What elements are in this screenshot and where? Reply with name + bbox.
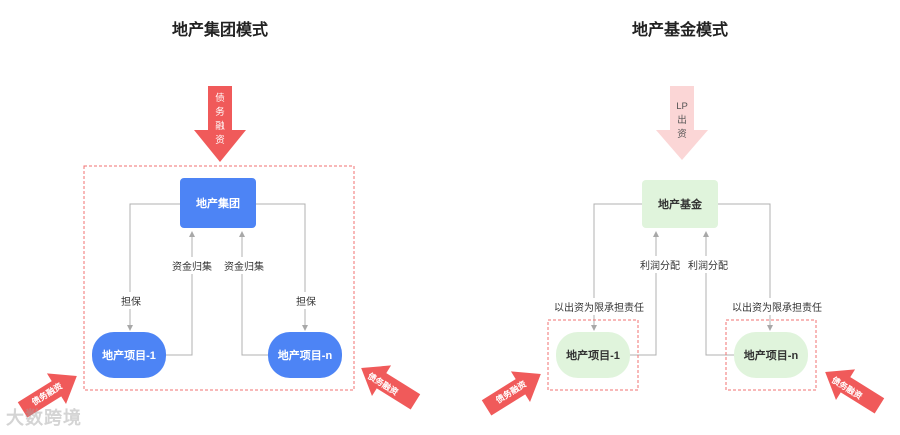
left-title: 地产集团模式 bbox=[171, 22, 268, 39]
connector-project1-to-group bbox=[165, 231, 195, 356]
arrow-char: 债 bbox=[215, 93, 225, 104]
arrow-char: 资 bbox=[215, 135, 225, 146]
corner-debt-arrow-left-a bbox=[17, 373, 77, 418]
corner-debt-arrow-right-b bbox=[825, 369, 885, 414]
label-collect-left: 资金归集 bbox=[170, 257, 214, 274]
project-1-node[interactable]: 地产项目-1 bbox=[92, 332, 166, 378]
arrow-char: LP bbox=[676, 101, 688, 112]
label-profit-left: 利润分配 bbox=[638, 256, 682, 273]
top-lp-arrow bbox=[656, 86, 708, 160]
label-limit-right: 以出资为限承担责任 bbox=[730, 298, 824, 315]
connector-fund-to-project1 bbox=[591, 203, 642, 331]
label-guarantee-left: 担保 bbox=[119, 292, 143, 309]
arrow-char: 务 bbox=[215, 107, 225, 118]
corner-debt-arrow-right-a bbox=[481, 371, 541, 416]
group-boundary bbox=[83, 165, 355, 391]
arrow-char: 资 bbox=[677, 129, 687, 140]
corner-debt-arrow-left-b bbox=[361, 365, 421, 410]
project1-boundary bbox=[547, 319, 639, 391]
group-node[interactable]: 地产集团 bbox=[180, 178, 256, 228]
fund-project-1-node[interactable]: 地产项目-1 bbox=[556, 332, 630, 378]
top-debt-arrow-text: 债 务 融 资 bbox=[209, 92, 231, 148]
connector-fund-to-projectn bbox=[718, 203, 773, 331]
connector-project1-to-fund bbox=[629, 231, 659, 356]
label-limit-left: 以出资为限承担责任 bbox=[552, 298, 646, 315]
connector-projectn-to-fund bbox=[703, 231, 734, 356]
right-title: 地产基金模式 bbox=[631, 22, 728, 39]
connector-group-to-project1 bbox=[127, 203, 180, 331]
fund-project-n-node[interactable]: 地产项目-n bbox=[734, 332, 808, 378]
project-n-node[interactable]: 地产项目-n bbox=[268, 332, 342, 378]
watermark-logo: 大数跨境 bbox=[6, 408, 82, 428]
top-lp-arrow-text: LP 出 资 bbox=[671, 100, 693, 142]
arrow-char: 融 bbox=[215, 121, 225, 132]
connector-group-to-projectn bbox=[256, 203, 308, 331]
label-collect-right: 资金归集 bbox=[222, 257, 266, 274]
connector-projectn-to-group bbox=[239, 231, 268, 356]
top-debt-arrow-left bbox=[194, 86, 246, 162]
label-guarantee-right: 担保 bbox=[294, 292, 318, 309]
fund-node[interactable]: 地产基金 bbox=[642, 180, 718, 228]
label-profit-right: 利润分配 bbox=[686, 256, 730, 273]
projectn-boundary bbox=[725, 319, 817, 391]
arrow-char: 出 bbox=[677, 115, 687, 126]
